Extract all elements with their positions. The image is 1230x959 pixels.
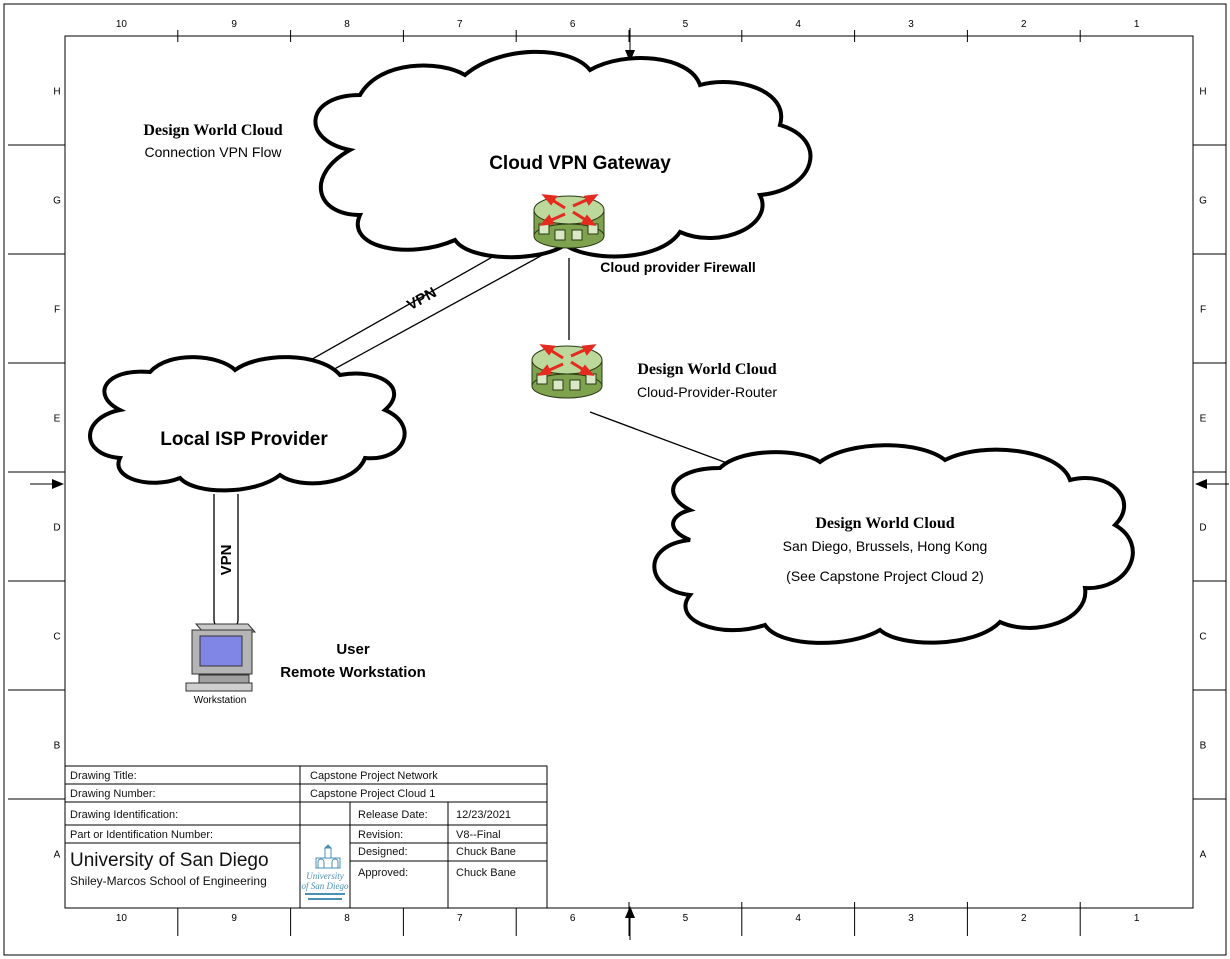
grid-column-label-top: 5 [683,19,689,30]
grid-column-label-top: 7 [457,19,463,30]
grid-row-label-left: D [53,523,60,534]
gateway-cloud-label: Cloud VPN Gateway [489,153,671,174]
link-router-remote-cloud [589,411,736,467]
router-name: Cloud-Provider-Router [637,384,777,400]
grid-row-label-right: D [1199,523,1206,534]
grid-column-label-bottom: 3 [908,913,914,924]
remote-cloud [652,443,1135,645]
grid-column-label-bottom: 5 [683,913,689,924]
tb-drawing-id-label: Drawing Identification: [70,809,178,821]
gateway-cloud [313,49,813,260]
center-arrow-top [625,50,635,62]
firewall-router-icon [533,194,605,249]
diagram-title: Design World Cloud [143,122,282,139]
grid-column-label-bottom: 1 [1134,913,1140,924]
tb-designed: Chuck Bane [456,846,516,858]
tb-part-number-label: Part or Identification Number: [70,829,213,841]
grid-column-label-bottom: 7 [457,913,463,924]
grid-column-label-bottom: 10 [116,913,128,924]
isp-cloud-label: Local ISP Provider [160,429,328,450]
tb-approved-label: Approved: [358,867,408,879]
tb-release-date: 12/23/2021 [456,809,511,821]
diagram-subtitle: Connection VPN Flow [145,144,283,160]
grid-row-label-left: F [54,305,60,316]
tb-university: University of San Diego [70,850,269,871]
logo-text-san-diego: of San Diego [302,881,349,891]
grid-row-label-right: G [1199,196,1207,207]
grid-row-label-right: B [1200,741,1207,752]
tb-approved: Chuck Bane [456,867,516,879]
grid-row-label-left: H [53,87,60,98]
grid-column-label-top: 3 [908,19,914,30]
center-marks [30,28,1229,940]
grid-column-label-top: 10 [116,19,128,30]
grid-column-label-top: 9 [231,19,237,30]
grid-column-label-top: 6 [570,19,576,30]
router-title: Design World Cloud [637,361,776,378]
grid-column-label-top: 2 [1021,19,1027,30]
remote-cloud-sites: San Diego, Brussels, Hong Kong [783,538,988,554]
tb-revision-label: Revision: [358,829,403,841]
isp-cloud [88,355,407,493]
remote-workstation-label: Remote Workstation [280,664,426,681]
logo-text-university: University [306,871,344,881]
grid-column-label-bottom: 9 [231,913,237,924]
workstation-icon [185,623,257,692]
grid-row-label-left: E [54,414,61,425]
grid-row-label-right: E [1200,414,1207,425]
grid-column-label-bottom: 4 [795,913,801,924]
firewall-label: Cloud provider Firewall [600,259,756,275]
remote-cloud-note: (See Capstone Project Cloud 2) [786,568,984,584]
grid-column-label-top: 8 [344,19,350,30]
tb-school: Shiley-Marcos School of Engineering [70,874,267,888]
university-logo: University of San Diego [302,844,349,905]
tb-release-date-label: Release Date: [358,809,428,821]
grid-row-label-left: A [54,850,61,861]
grid-row-label-right: F [1200,305,1206,316]
grid-column-label-top: 1 [1134,19,1140,30]
center-arrow-left [52,479,64,489]
grid-column-label-top: 4 [795,19,801,30]
remote-cloud-title: Design World Cloud [815,515,954,532]
cloud-provider-router-icon [531,344,603,399]
center-arrow-right [1195,479,1207,489]
workstation-caption: Workstation [194,695,247,706]
page-border [3,3,1227,956]
tb-revision: V8--Final [456,829,501,841]
grid-column-label-bottom: 2 [1021,913,1027,924]
user-label: User [336,641,370,658]
grid-column-label-bottom: 6 [570,913,576,924]
tb-drawing-number-label: Drawing Number: [70,788,156,800]
vpn-label-lower: VPN [218,545,235,576]
tb-drawing-title-label: Drawing Title: [70,770,137,782]
tb-designed-label: Designed: [358,846,408,858]
tb-drawing-title: Capstone Project Network [310,770,438,782]
tb-drawing-number: Capstone Project Cloud 1 [310,788,435,800]
grid-row-label-right: A [1200,850,1207,861]
grid-column-label-bottom: 8 [344,913,350,924]
center-arrow-bottom [625,906,635,918]
grid-row-label-left: B [54,741,61,752]
grid-row-label-left: G [53,196,61,207]
grid-row-label-right: H [1199,87,1206,98]
vpn-label-upper: VPN [404,284,439,314]
grid-row-label-left: C [53,632,60,643]
grid-row-label-right: C [1199,632,1206,643]
